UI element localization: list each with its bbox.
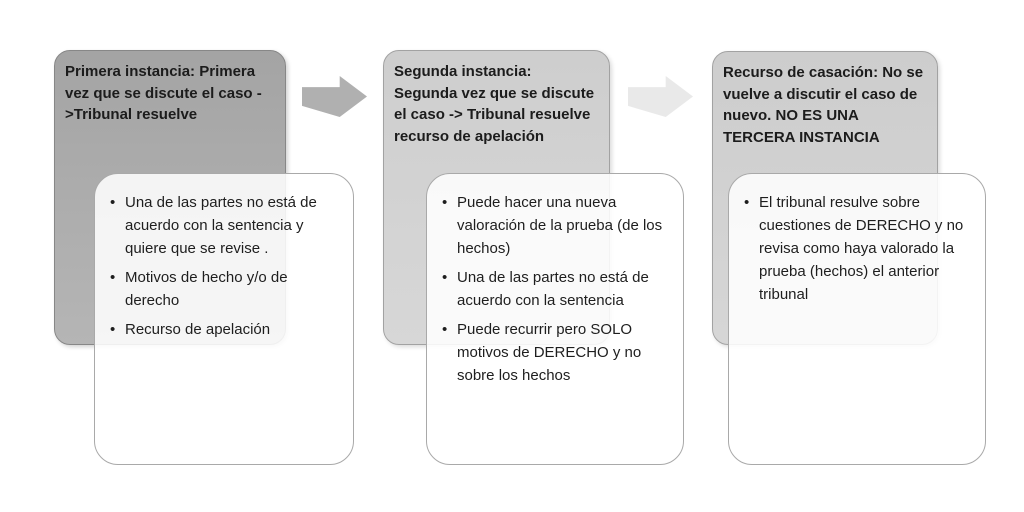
- stage-2-header-text: Segunda instancia: Segunda vez que se di…: [394, 63, 595, 145]
- bullet-item: Recurso de apelación: [109, 318, 341, 341]
- bullet-item: Puede recurrir pero SOLO motivos de DERE…: [441, 318, 671, 387]
- bullet-item: Puede hacer una nueva valoración de la p…: [441, 191, 671, 260]
- stage-3-bullet-list: El tribunal resulve sobre cuestiones de …: [729, 174, 985, 306]
- stage-3-detail-box: El tribunal resulve sobre cuestiones de …: [728, 173, 986, 465]
- stage-2-bullet-list: Puede hacer una nueva valoración de la p…: [427, 174, 683, 387]
- arrow-right-icon: [628, 76, 693, 117]
- bullet-item: Una de las partes no está de acuerdo con…: [109, 191, 341, 260]
- stage-3-header-text: Recurso de casación: No se vuelve a disc…: [723, 64, 924, 146]
- stage-1-detail-box: Una de las partes no está de acuerdo con…: [94, 173, 354, 465]
- bullet-item: Una de las partes no está de acuerdo con…: [441, 266, 671, 312]
- stage-1-header-text: Primera instancia: Primera vez que se di…: [65, 63, 262, 123]
- bullet-item: Motivos de hecho y/o de derecho: [109, 266, 341, 312]
- stage-1-bullet-list: Una de las partes no está de acuerdo con…: [95, 174, 353, 341]
- arrow-right-icon: [302, 76, 367, 117]
- stage-2-detail-box: Puede hacer una nueva valoración de la p…: [426, 173, 684, 465]
- bullet-item: El tribunal resulve sobre cuestiones de …: [743, 191, 973, 306]
